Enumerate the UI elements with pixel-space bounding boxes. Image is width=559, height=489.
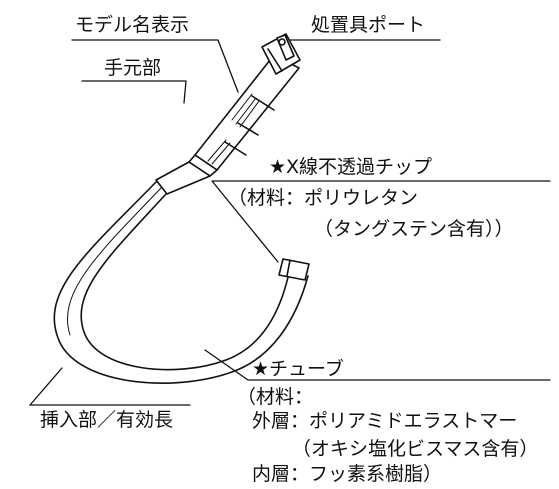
radiopaque-tip-material-line2: （タングステン含有）） — [314, 218, 514, 240]
insertion-part-label: 挿入部／有効長 — [40, 409, 174, 431]
tube-outer-layer: 外層：ポリアミドエラストマー — [252, 410, 518, 432]
radiopaque-tip-title: ★X線不透過チップ — [269, 156, 433, 178]
leader-tube — [204, 349, 551, 381]
leader-lines — [29, 39, 551, 406]
tube-title: ★チューブ — [252, 358, 344, 380]
radiopaque-tip — [278, 258, 310, 281]
instrument-port-label: 処置具ポート — [311, 14, 426, 36]
tube-body — [53, 181, 309, 384]
handle-label: 手元部 — [104, 57, 162, 79]
leader-radiopaque-tip — [211, 180, 551, 263]
leader-insertion-part — [29, 367, 63, 406]
tube-inner-layer: 内層：フッ素系樹脂） — [252, 463, 443, 485]
leader-handle — [81, 80, 187, 104]
handle-shading — [207, 93, 260, 165]
handle-body — [155, 54, 300, 195]
tube-material-heading: （材料： — [237, 386, 314, 408]
leader-model-name — [71, 39, 239, 93]
radiopaque-tip-material-line1: （材料：ポリウレタン — [228, 187, 419, 209]
model-name-label: モデル名表示 — [75, 14, 190, 36]
instrument-port-body — [261, 33, 301, 75]
tube-outer-layer-note: （オキシ塩化ビスマス含有） — [292, 438, 539, 460]
